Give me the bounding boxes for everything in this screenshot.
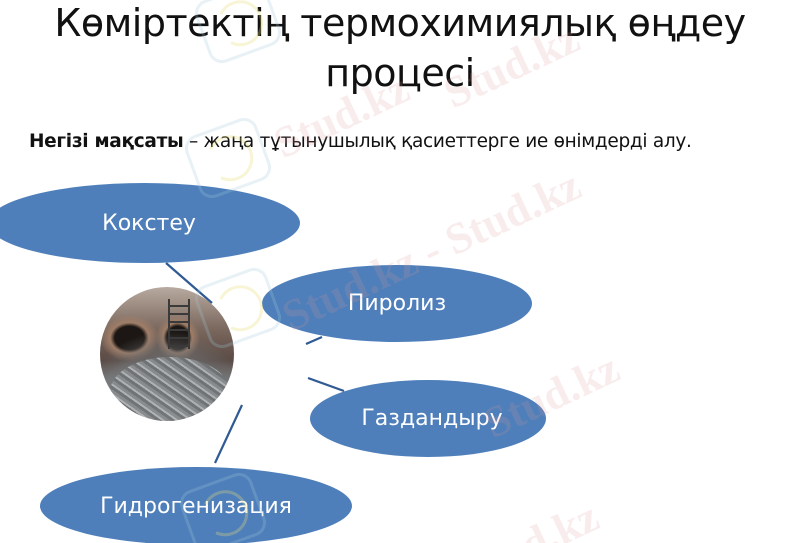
photo-ladder-detail (168, 299, 190, 349)
photo-coal-pile-detail (110, 357, 230, 421)
node-gidrogenizatsiya-label: Гидрогенизация (100, 493, 292, 519)
connector-piroliz (305, 335, 323, 346)
coal-processing-photo (100, 287, 234, 421)
subtitle-bold-lead: Негізі мақсаты (29, 131, 184, 152)
connector-koksteu (165, 262, 213, 304)
slide-title: Көміртектің термохимиялық өңдеу процесі (0, 0, 800, 98)
node-piroliz-label: Пиролиз (347, 291, 447, 316)
node-koksteu-label: Кокстеу (102, 210, 196, 236)
connector-gidrogenizatsiya (214, 404, 243, 464)
slide-title-line-1: Көміртектің термохимиялық өңдеу (54, 1, 746, 45)
node-piroliz: Пиролиз (262, 265, 532, 342)
slide-title-line-2: процесі (325, 51, 475, 95)
slide-subtitle: Негізі мақсаты – жаңа тұтынушылық қасиет… (29, 131, 692, 152)
node-gazdandyru-label: Газдандыру (361, 406, 503, 431)
node-gazdandyru: Газдандыру (310, 380, 546, 457)
subtitle-text: – жаңа тұтынушылық қасиеттерге ие өнімде… (183, 131, 692, 152)
node-gidrogenizatsiya: Гидрогенизация (40, 467, 352, 543)
node-koksteu: Кокстеу (0, 183, 300, 263)
connector-gazdandyru (307, 376, 345, 393)
